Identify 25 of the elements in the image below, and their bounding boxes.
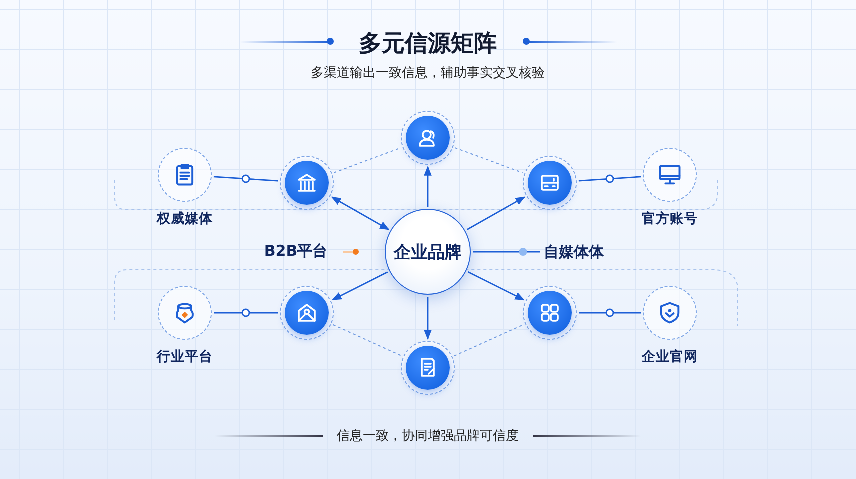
connector-line bbox=[473, 251, 540, 253]
arrow bbox=[466, 196, 526, 230]
dashed-connector bbox=[454, 148, 524, 174]
arrow bbox=[424, 297, 432, 340]
node-label: 企业官网 bbox=[641, 348, 699, 366]
node-label: 行业平台 bbox=[156, 348, 214, 366]
node-label: 官方账号 bbox=[641, 210, 699, 228]
arrow bbox=[331, 196, 390, 230]
connector-line bbox=[214, 176, 278, 182]
dashed-connector bbox=[334, 148, 402, 174]
title: 多元信源矩阵 bbox=[358, 30, 498, 59]
arrow bbox=[332, 272, 388, 301]
arrow bbox=[468, 272, 525, 301]
node-label: 权威媒体 bbox=[156, 210, 214, 228]
arrow bbox=[424, 166, 432, 207]
side-label: 自媒体体 bbox=[542, 242, 606, 262]
subtitle: 多渠道输出一致信息，辅助事实交叉核验 bbox=[310, 65, 546, 82]
side-label: B2B平台 bbox=[263, 242, 329, 261]
caption: 信息一致，协同增强品牌可信度 bbox=[336, 428, 520, 445]
connector-line bbox=[579, 312, 641, 314]
dashed-connector bbox=[454, 324, 524, 357]
hub-circle: 企业品牌 bbox=[385, 209, 471, 295]
connector-line bbox=[214, 312, 278, 314]
dashed-connector bbox=[332, 324, 402, 356]
connector-line bbox=[578, 176, 642, 182]
